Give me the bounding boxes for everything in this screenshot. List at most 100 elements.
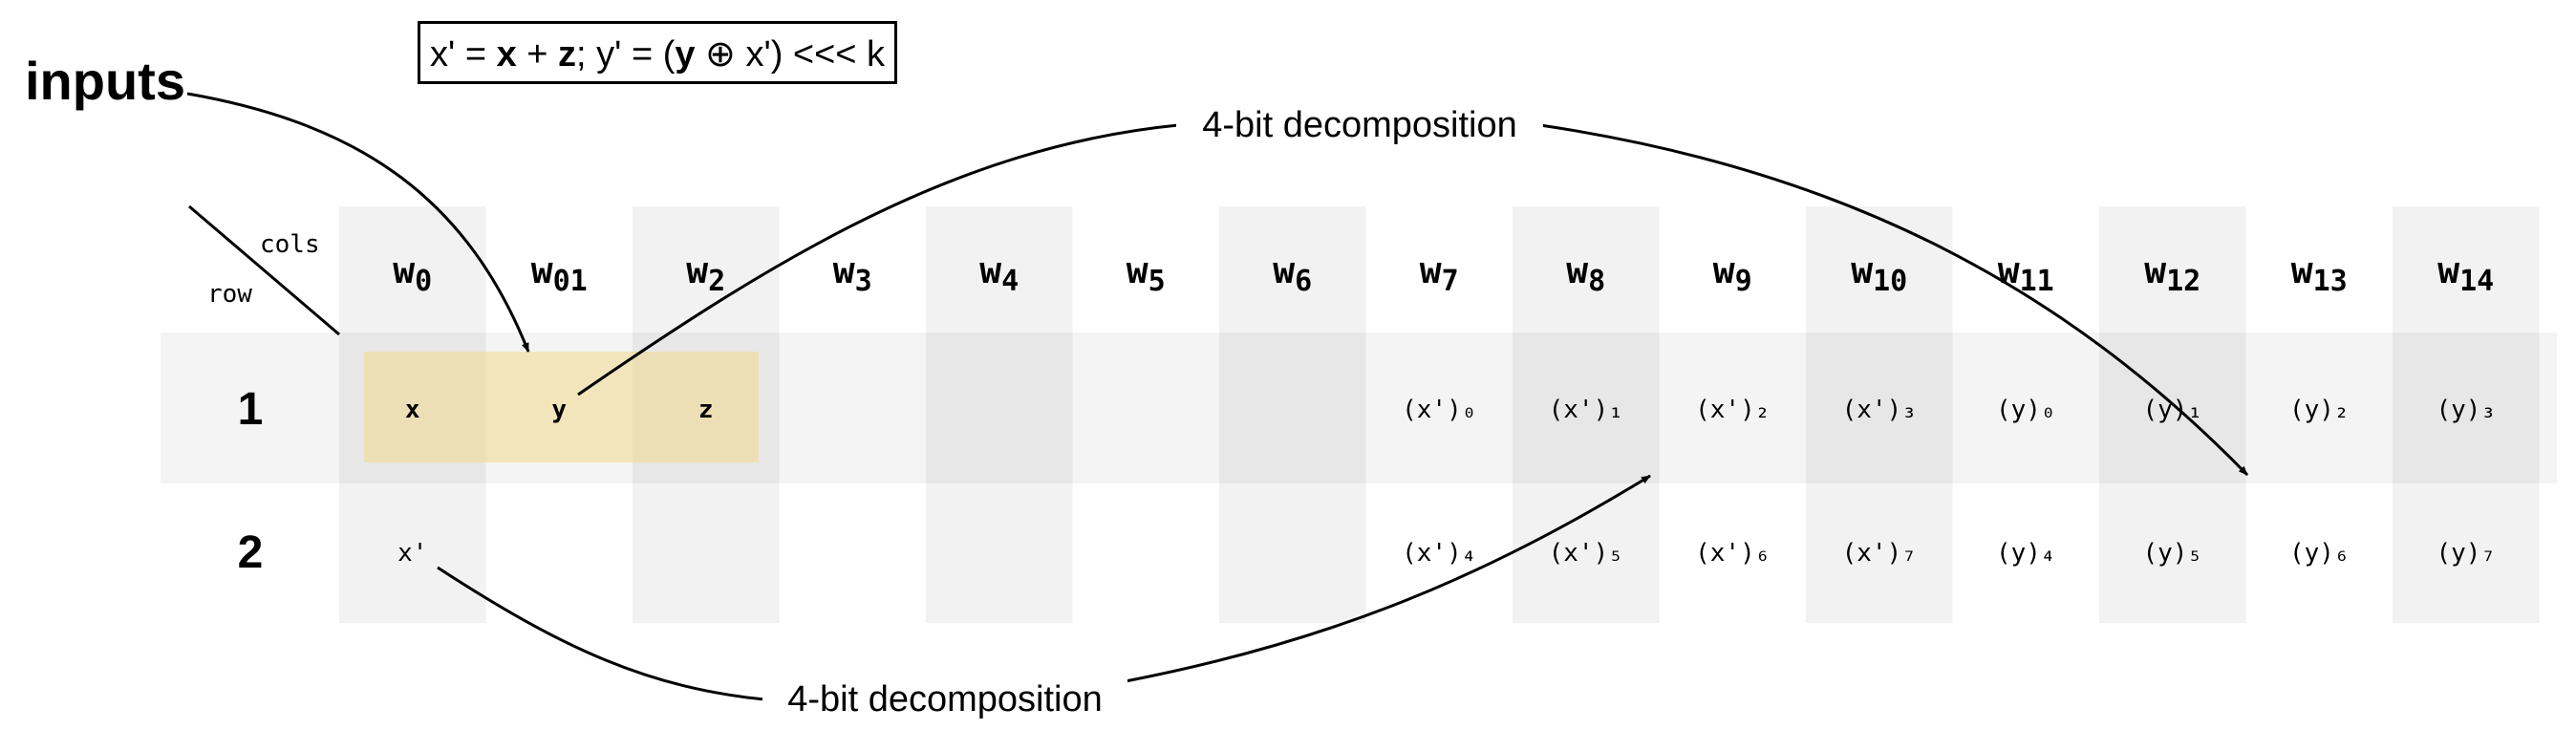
formula-part: ⊕ x') <<< k: [695, 34, 886, 75]
cell-r1-c11: (y)₀: [1996, 396, 2056, 424]
top-label-backdrop: [1176, 105, 1543, 147]
cell-r1-c12: (y)₁: [2142, 396, 2202, 424]
inputs-label: inputs: [25, 51, 185, 111]
cell-r2-c0: x': [397, 539, 427, 568]
column-header-sub: 14: [2459, 265, 2494, 298]
column-header-sub: 4: [1001, 265, 1019, 298]
column-header-base: w: [1566, 249, 1588, 291]
arrows: [186, 92, 2249, 701]
column-header-w4: w4: [979, 249, 1019, 298]
inputs-arrow: [186, 92, 530, 353]
column-header-w3: w3: [833, 249, 872, 298]
column-header-sub: 2: [708, 265, 725, 298]
column-header-w10: w10: [1851, 249, 1907, 298]
row-label-2: 2: [238, 527, 264, 578]
bottom-label-backdrop: [762, 678, 1127, 720]
column-header-w14: w14: [2437, 249, 2494, 298]
input-highlight: [364, 352, 759, 462]
corner-header: cols row: [188, 204, 340, 336]
cell-r2-c9: (x')₆: [1695, 539, 1770, 568]
cell-r2-c7: (x')₄: [1402, 539, 1476, 568]
cell-r2-c13: (y)₆: [2289, 539, 2350, 568]
cell-r2-c10: (x')₇: [1842, 539, 1917, 568]
cell-r2-c11: (y)₄: [1996, 539, 2056, 568]
column-header-base: w: [2437, 249, 2459, 291]
column-header-base: w: [1273, 249, 1295, 291]
cell-r1-c7: (x')₀: [1402, 396, 1476, 424]
column-header-w5: w5: [1127, 249, 1166, 298]
shaded-column-6: [1219, 206, 1366, 623]
row-labels: 12: [238, 384, 264, 578]
column-header-base: w: [1420, 249, 1442, 291]
formula-part: z: [558, 34, 577, 75]
decomposition-top-label: 4-bit decomposition: [1202, 105, 1517, 145]
cell-r2-c8: (x')₅: [1549, 539, 1623, 568]
column-header-sub: 7: [1442, 265, 1459, 298]
column-header-w7: w7: [1420, 249, 1459, 298]
cell-r2-c12: (y)₅: [2142, 539, 2202, 568]
cell-r1-c13: (y)₂: [2289, 396, 2350, 424]
column-header-sub: 9: [1735, 265, 1752, 298]
top-decomposition-arrow-right: [1539, 123, 2249, 477]
column-header-sub: 12: [2166, 265, 2200, 298]
column-header-base: w: [833, 249, 855, 291]
cell-r1-c10: (x')₃: [1842, 396, 1917, 424]
column-header-w12: w12: [2144, 249, 2200, 298]
shaded-column-8: [1513, 206, 1660, 623]
column-header-w13: w13: [2291, 249, 2348, 298]
shaded-column-14: [2393, 206, 2540, 623]
column-header-w01: w01: [531, 249, 588, 298]
decomposition-bottom-label: 4-bit decomposition: [787, 679, 1103, 719]
corner-row-label: row: [207, 280, 252, 309]
column-header-sub: 01: [553, 265, 588, 298]
formula-part: y: [675, 34, 696, 75]
formula-box: [418, 21, 897, 84]
formula-part: +: [516, 34, 559, 75]
input-highlight-group: [364, 352, 759, 462]
column-header-sub: 5: [1148, 265, 1166, 298]
shaded-column-12: [2099, 206, 2246, 623]
column-header-sub: 0: [415, 265, 432, 298]
formula-part: ; y' = (: [576, 34, 676, 75]
column-header-w0: w0: [393, 249, 432, 298]
formula-part: x' =: [430, 34, 497, 75]
column-header-w9: w9: [1713, 249, 1752, 298]
column-header-w6: w6: [1273, 249, 1312, 298]
column-header-sub: 13: [2313, 265, 2348, 298]
cell-r1-c14: (y)₃: [2436, 396, 2496, 424]
column-header-base: w: [2291, 249, 2313, 291]
column-header-base: w: [393, 249, 415, 291]
top-decomposition-arrow-left: [577, 123, 1179, 397]
column-header-base: w: [686, 249, 708, 291]
column-header-base: w: [979, 249, 1001, 291]
cell-r1-c9: (x')₂: [1695, 396, 1770, 424]
column-header-w8: w8: [1566, 249, 1605, 298]
column-header-base: w: [1127, 249, 1148, 291]
row-label-1: 1: [238, 384, 264, 435]
bottom-decomposition-arrow-left: [437, 566, 765, 701]
corner-cols-label: cols: [260, 230, 320, 259]
formula-part: x: [496, 34, 517, 75]
column-header-sub: 6: [1295, 265, 1312, 298]
shaded-column-10: [1806, 206, 1953, 623]
bottom-decomposition-arrow-right: [1125, 474, 1651, 683]
column-header-w2: w2: [686, 249, 725, 298]
column-header-sub: 3: [855, 265, 872, 298]
cell-r1-c1: y: [551, 396, 567, 424]
column-header-sub: 11: [2020, 265, 2054, 298]
cell-r1-c2: z: [698, 396, 714, 424]
cell-r2-c14: (y)₇: [2436, 539, 2496, 568]
corner-diagonal: [188, 204, 340, 336]
column-header-base: w: [1851, 249, 1873, 291]
cell-r1-c0: x: [405, 396, 420, 424]
column-header-base: w: [1713, 249, 1735, 291]
column-header-sub: 8: [1588, 265, 1605, 298]
formula-text: x' = x + z; y' = (y ⊕ x') <<< k: [430, 32, 885, 75]
column-header-sub: 10: [1873, 265, 1907, 298]
cell-r1-c8: (x')₁: [1549, 396, 1623, 424]
shaded-column-4: [926, 206, 1073, 623]
annotation-labels: 4-bit decomposition 4-bit decomposition …: [25, 51, 1543, 720]
